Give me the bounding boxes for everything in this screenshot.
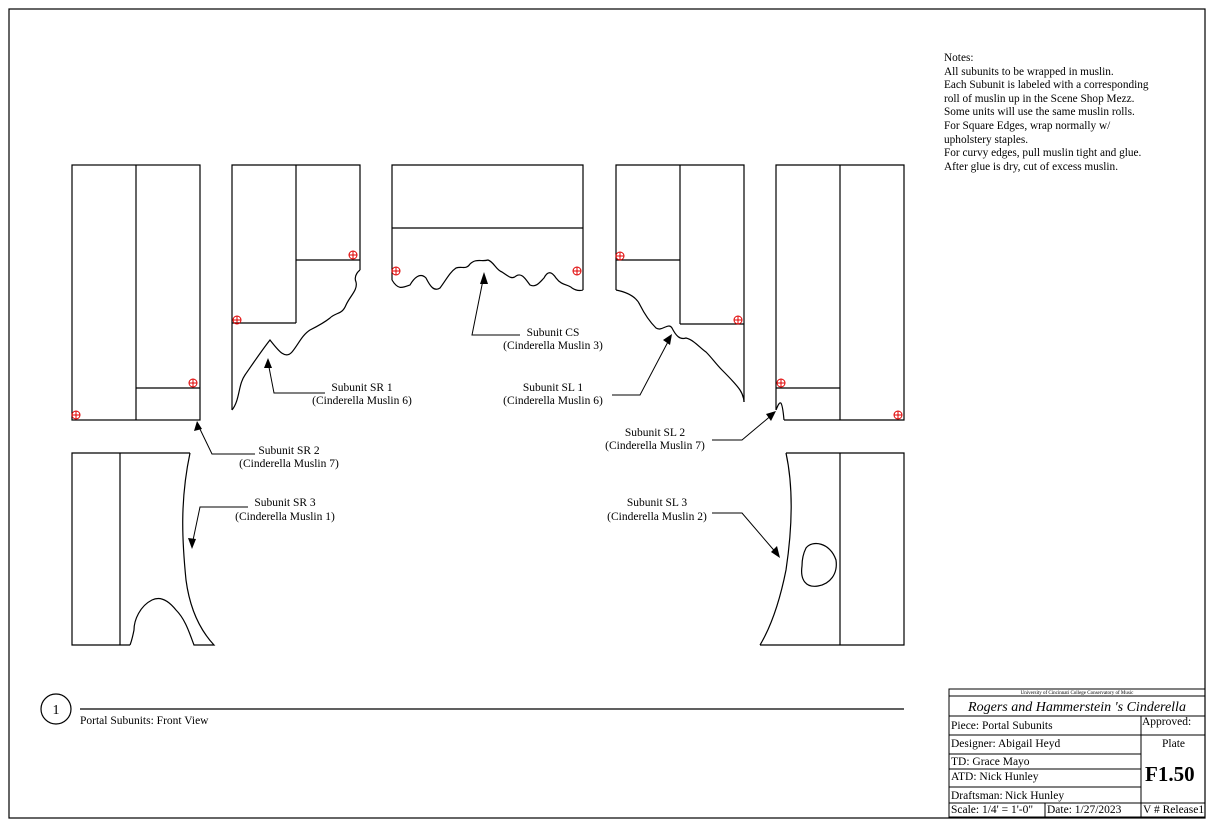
muslin-marker-icon — [232, 315, 242, 325]
label-sl1-muslin: (Cinderella Muslin 6) — [503, 395, 603, 407]
muslin-marker-icon — [776, 378, 786, 388]
subunit-sl2-shape — [775, 164, 905, 421]
tb-plate-label: Plate — [1162, 738, 1185, 750]
tb-institution: University of Cincinnati College Conserv… — [1021, 691, 1135, 696]
label-sr2-name: Subunit SR 2 — [258, 445, 320, 457]
label-sl1-name: Subunit SL 1 — [523, 382, 584, 394]
notes-line: upholstery staples. — [944, 133, 1029, 146]
muslin-marker-icon — [71, 410, 81, 420]
label-cs-name: Subunit CS — [527, 327, 580, 339]
label-sr3-name: Subunit SR 3 — [254, 497, 316, 509]
view-number: 1 — [53, 703, 60, 718]
label-cs-muslin: (Cinderella Muslin 3) — [503, 340, 603, 352]
notes-line: All subunits to be wrapped in muslin. — [944, 65, 1114, 78]
leader-lines — [191, 274, 779, 556]
muslin-marker-icon — [348, 250, 358, 260]
tb-designer: Designer: Abigail Heyd — [951, 738, 1061, 750]
subunit-sl1-shape — [615, 164, 745, 403]
view-title: Portal Subunits: Front View — [80, 715, 209, 727]
tb-scale: Scale: 1/4' = 1'-0" — [951, 804, 1034, 816]
subunit-sl3-shape — [759, 452, 905, 646]
tb-draftsman-label: Draftsman: — [951, 790, 1003, 802]
tb-draftsman: Nick Hunley — [1005, 790, 1065, 802]
subunit-cs-shape — [391, 164, 584, 292]
muslin-marker-icon — [188, 378, 198, 388]
muslin-markers — [71, 250, 903, 420]
muslin-marker-icon — [572, 266, 582, 276]
muslin-marker-icon — [893, 410, 903, 420]
tb-piece: Piece: Portal Subunits — [951, 720, 1053, 732]
notes-block: Notes: All subunits to be wrapped in mus… — [944, 52, 1194, 174]
notes-line: For Square Edges, wrap normally w/ — [944, 119, 1111, 132]
notes-line: Each Subunit is labeled with a correspon… — [944, 79, 1149, 92]
leader-arrowheads — [188, 272, 780, 558]
subunit-sr3-shape — [71, 452, 216, 646]
subunit-sr2-shape — [71, 164, 201, 421]
label-sr1-name: Subunit SR 1 — [331, 382, 393, 394]
muslin-marker-icon — [615, 251, 625, 261]
label-sr1-muslin: (Cinderella Muslin 6) — [312, 395, 412, 407]
notes-line: roll of muslin up in the Scene Shop Mezz… — [944, 92, 1135, 105]
label-sl2-muslin: (Cinderella Muslin 7) — [605, 440, 705, 452]
title-block — [948, 688, 1206, 818]
tb-plate: F1.50 — [1145, 762, 1195, 786]
muslin-marker-icon — [733, 315, 743, 325]
notes-heading: Notes: — [944, 52, 974, 64]
tb-atd: ATD: Nick Hunley — [951, 771, 1039, 783]
view-number-circle — [40, 693, 72, 725]
tb-approved: Approved: — [1142, 716, 1192, 728]
label-sr2-muslin: (Cinderella Muslin 7) — [239, 458, 339, 470]
notes-line: After glue is dry, cut of excess muslin. — [944, 160, 1119, 173]
tb-show-title: Rogers and Hammerstein 's Cinderella — [967, 700, 1186, 715]
tb-version: V # Release1 — [1143, 804, 1205, 816]
notes-line: Some units will use the same muslin roll… — [944, 106, 1135, 119]
label-sl2-name: Subunit SL 2 — [625, 427, 686, 439]
subunit-sr1-shape — [231, 164, 361, 411]
label-sr3-muslin: (Cinderella Muslin 1) — [235, 511, 335, 523]
label-sl3-name: Subunit SL 3 — [627, 497, 688, 509]
tb-td: TD: Grace Mayo — [951, 756, 1030, 768]
notes-line: For curvy edges, pull muslin tight and g… — [944, 147, 1142, 160]
sheet-border — [8, 8, 1206, 819]
muslin-marker-icon — [391, 266, 401, 276]
label-sl3-muslin: (Cinderella Muslin 2) — [607, 511, 707, 523]
tb-date: Date: 1/27/2023 — [1047, 804, 1122, 816]
notes-lines: All subunits to be wrapped in muslin.Eac… — [944, 66, 1194, 175]
